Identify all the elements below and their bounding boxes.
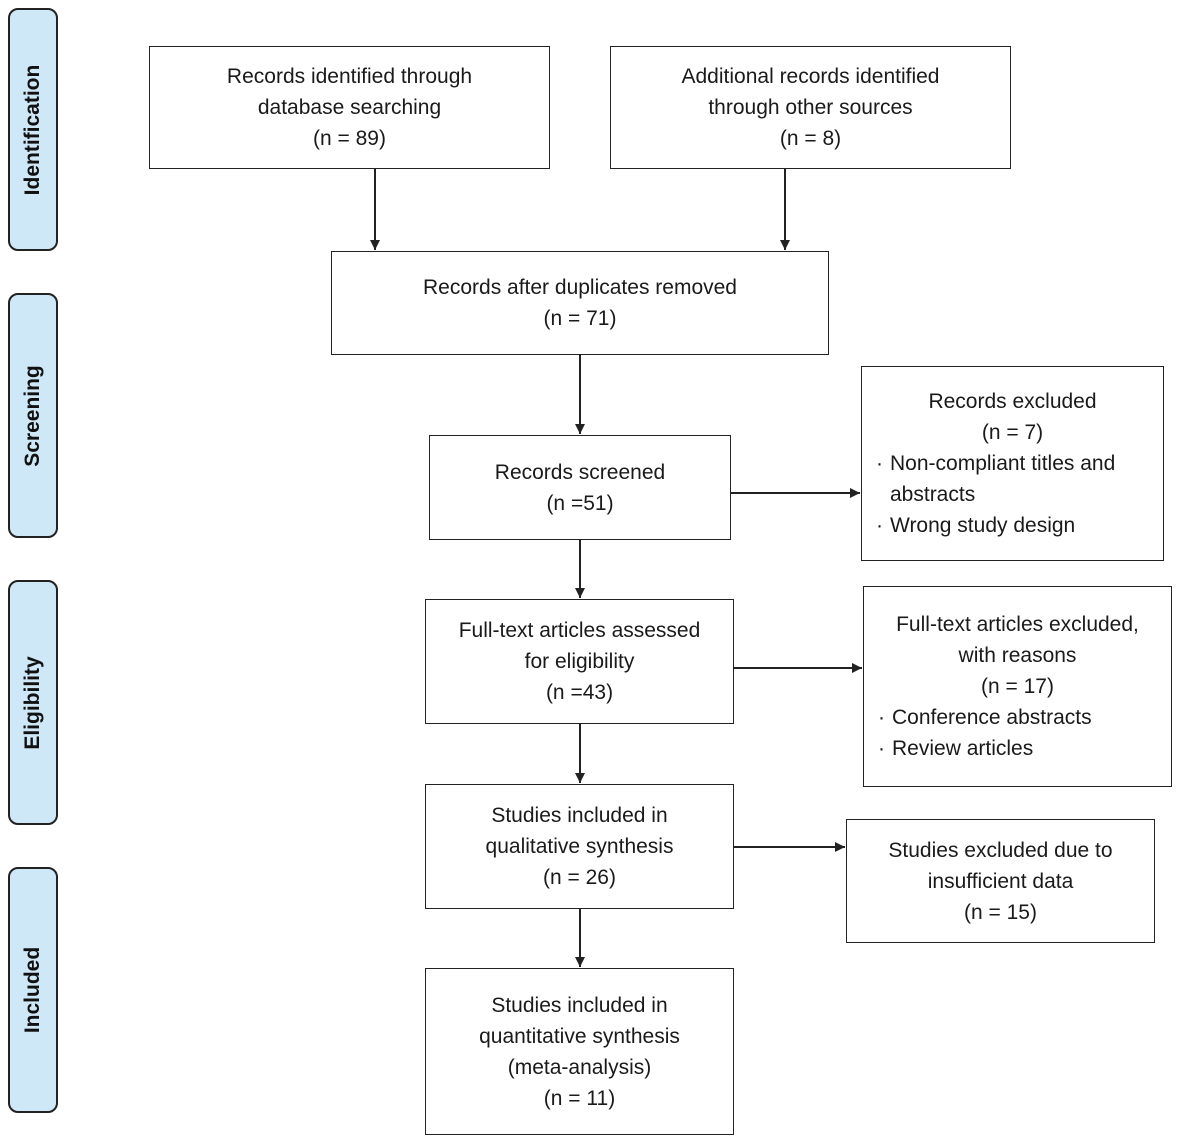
stage-label: Included bbox=[21, 946, 44, 1034]
box-text: Records after duplicates removed bbox=[423, 276, 737, 299]
box-text: Full-text articles assessed bbox=[458, 619, 701, 642]
box-text: Studies included in bbox=[491, 804, 668, 827]
database-records-box: Records identified through database sear… bbox=[149, 46, 550, 169]
exclusion-reason: Review articles bbox=[878, 733, 1157, 764]
box-text: Records identified through bbox=[226, 65, 473, 88]
box-text: insufficient data bbox=[927, 869, 1074, 893]
box-count: (n =43) bbox=[545, 681, 614, 704]
insufficient-data-box: Studies excluded due to insufficient dat… bbox=[846, 819, 1155, 943]
qualitative-synthesis-box: Studies included in qualitative synthesi… bbox=[425, 784, 734, 909]
stage-label: Identification bbox=[21, 64, 44, 195]
box-count: (n = 26) bbox=[543, 866, 616, 889]
stage-screening: Screening bbox=[8, 293, 58, 538]
box-count: (n = 11) bbox=[543, 1086, 616, 1110]
box-text: qualitative synthesis bbox=[485, 835, 674, 858]
exclusion-reason: Non-compliant titles and bbox=[876, 448, 1149, 479]
box-text: quantitative synthesis bbox=[479, 1024, 680, 1048]
box-count: (n = 8) bbox=[779, 127, 842, 150]
stage-included: Included bbox=[8, 867, 58, 1113]
fulltext-excluded-box: Full-text articles excluded, with reason… bbox=[863, 586, 1172, 787]
box-text: database searching bbox=[257, 96, 442, 119]
box-count: (n = 89) bbox=[313, 127, 386, 150]
box-text: Studies included in bbox=[491, 993, 668, 1017]
box-text: Studies excluded due to bbox=[888, 838, 1113, 862]
box-title: Records excluded bbox=[928, 390, 1097, 413]
box-title: Full-text articles excluded, bbox=[896, 613, 1139, 636]
fulltext-assessed-box: Full-text articles assessed for eligibil… bbox=[425, 599, 734, 724]
box-count: (n = 15) bbox=[964, 900, 1037, 924]
box-text: Additional records identified bbox=[681, 65, 940, 88]
stage-label: Eligibility bbox=[21, 655, 44, 750]
box-text: Records screened bbox=[494, 460, 666, 484]
box-count: (n = 7) bbox=[981, 421, 1044, 444]
box-title: with reasons bbox=[958, 644, 1077, 667]
records-screened-box: Records screened (n =51) bbox=[429, 435, 731, 540]
box-count: (n = 17) bbox=[981, 675, 1054, 698]
stage-identification: Identification bbox=[8, 8, 58, 251]
box-text: (meta-analysis) bbox=[507, 1055, 652, 1079]
box-text: for eligibility bbox=[524, 650, 635, 673]
stage-eligibility: Eligibility bbox=[8, 580, 58, 825]
stage-label: Screening bbox=[21, 364, 44, 467]
quantitative-synthesis-box: Studies included in quantitative synthes… bbox=[425, 968, 734, 1135]
exclusion-reason: Conference abstracts bbox=[878, 702, 1157, 733]
other-sources-box: Additional records identified through ot… bbox=[610, 46, 1011, 169]
box-count: (n =51) bbox=[546, 491, 614, 515]
duplicates-removed-box: Records after duplicates removed (n = 71… bbox=[331, 251, 829, 355]
records-excluded-box: Records excluded (n = 7) Non-compliant t… bbox=[861, 366, 1164, 561]
box-text: through other sources bbox=[708, 96, 913, 119]
exclusion-reason: Wrong study design bbox=[876, 510, 1149, 541]
exclusion-reason-cont: abstracts bbox=[890, 483, 976, 506]
box-count: (n = 71) bbox=[543, 307, 617, 330]
